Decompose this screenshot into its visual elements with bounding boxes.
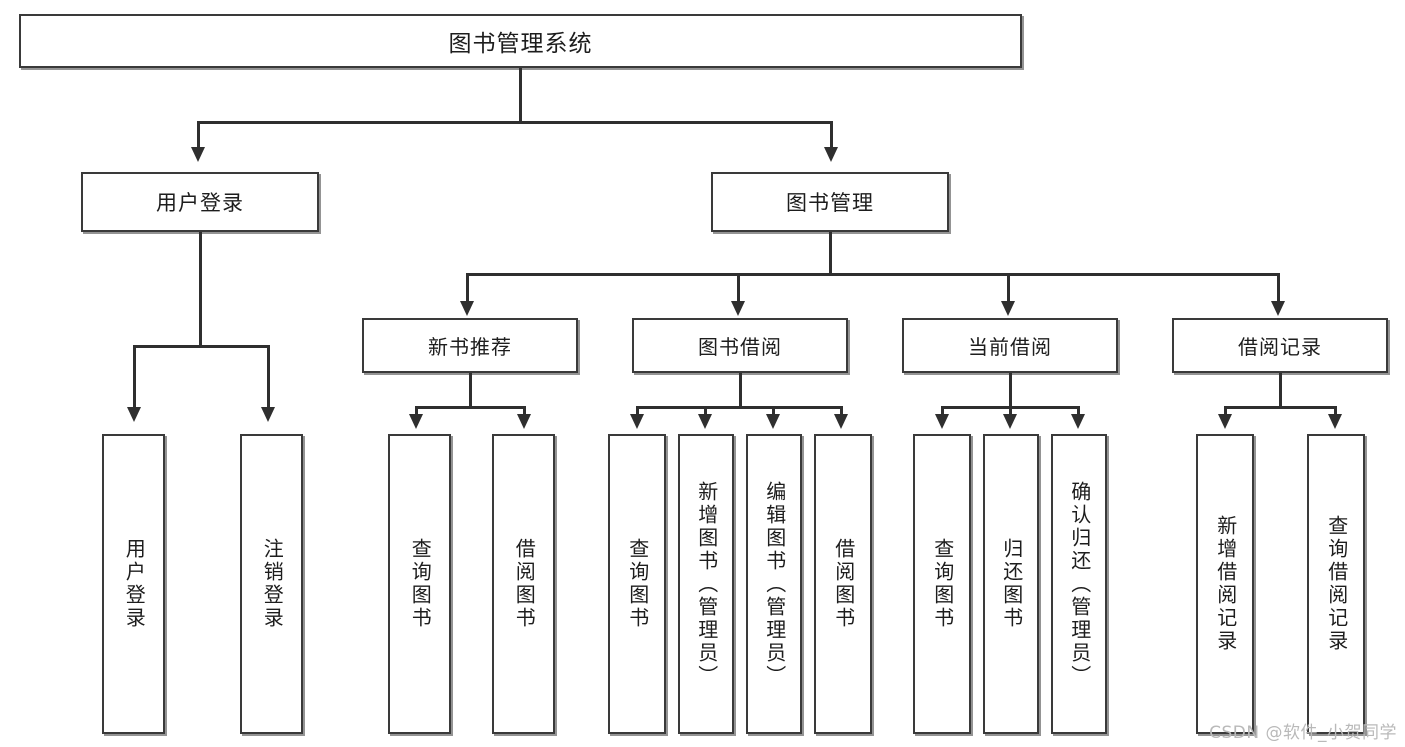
connector-user-login-stem — [199, 232, 202, 345]
node-label: 查询图书 — [930, 538, 955, 630]
arrowhead-cb-leaf-2 — [1003, 414, 1017, 429]
node-root-system[interactable]: 图书管理系统 — [19, 14, 1022, 68]
node-label: 借阅图书 — [512, 538, 537, 630]
connector-bb-leaf-1 — [636, 406, 639, 414]
connector-root-bus — [197, 121, 833, 124]
node-label: 借阅记录 — [1238, 335, 1322, 359]
arrowhead-new-book — [460, 301, 474, 316]
arrowhead-bb-leaf-3 — [766, 414, 780, 429]
node-label: 查询借阅记录 — [1324, 515, 1349, 653]
arrowhead-current-borrow — [1001, 301, 1015, 316]
arrowhead-br-leaf-1 — [1218, 414, 1232, 429]
arrowhead-user-login — [191, 147, 205, 162]
arrowhead-br-leaf-2 — [1328, 414, 1342, 429]
leaf-query-borrow-record[interactable]: 查询借阅记录 — [1307, 434, 1365, 734]
connector-current-borrow-stem — [1009, 373, 1012, 406]
connector-cb-leaf-1 — [941, 406, 944, 414]
connector-bb-leaf-3 — [772, 406, 775, 414]
leaf-query-book-nb[interactable]: 查询图书 — [388, 434, 451, 734]
node-label: 当前借阅 — [968, 335, 1052, 359]
node-label: 用户登录 — [156, 191, 244, 215]
connector-to-new-book — [466, 273, 469, 301]
node-label: 查询图书 — [625, 538, 650, 630]
connector-cb-leaf-3 — [1077, 406, 1080, 414]
connector-book-borrow-stem — [739, 373, 742, 406]
leaf-borrow-book-bb[interactable]: 借阅图书 — [814, 434, 872, 734]
arrowhead-book-mgmt — [824, 147, 838, 162]
connector-borrow-record-bus — [1224, 406, 1337, 409]
node-label: 注销登录 — [260, 538, 285, 630]
connector-book-mgmt-stem — [829, 232, 832, 273]
connector-to-borrow-record — [1277, 273, 1280, 301]
connector-br-leaf-1 — [1224, 406, 1227, 414]
arrowhead-cb-leaf-3 — [1071, 414, 1085, 429]
connector-bb-leaf-4 — [840, 406, 843, 414]
connector-root-stem — [519, 68, 522, 121]
arrowhead-nb-leaf-2 — [517, 414, 531, 429]
node-label: 图书管理系统 — [448, 31, 593, 57]
arrowhead-book-borrow — [731, 301, 745, 316]
node-label: 用户登录 — [122, 538, 147, 630]
arrowhead-bb-leaf-4 — [834, 414, 848, 429]
connector-user-login-bus — [133, 345, 270, 348]
node-label: 归还图书 — [999, 538, 1024, 630]
leaf-user-login[interactable]: 用户登录 — [102, 434, 165, 734]
leaf-edit-book-admin[interactable]: 编辑图书（管理员） — [746, 434, 802, 734]
arrowhead-leaf-logout — [261, 407, 275, 422]
connector-to-book-borrow — [737, 273, 740, 301]
arrowhead-bb-leaf-1 — [630, 414, 644, 429]
arrowhead-nb-leaf-1 — [409, 414, 423, 429]
connector-new-book-leaf-2 — [523, 406, 526, 414]
connector-new-book-leaf-1 — [415, 406, 418, 414]
node-label: 确认归还（管理员） — [1067, 480, 1092, 688]
leaf-query-book-cb[interactable]: 查询图书 — [913, 434, 971, 734]
leaf-add-borrow-record[interactable]: 新增借阅记录 — [1196, 434, 1254, 734]
leaf-return-book[interactable]: 归还图书 — [983, 434, 1039, 734]
leaf-borrow-book-nb[interactable]: 借阅图书 — [492, 434, 555, 734]
leaf-add-book-admin[interactable]: 新增图书（管理员） — [678, 434, 734, 734]
node-book-management[interactable]: 图书管理 — [711, 172, 949, 232]
connector-br-leaf-2 — [1334, 406, 1337, 414]
connector-bb-leaf-2 — [704, 406, 707, 414]
node-label: 新书推荐 — [428, 335, 512, 359]
node-borrow-record[interactable]: 借阅记录 — [1172, 318, 1388, 373]
connector-new-book-bus — [415, 406, 526, 409]
connector-borrow-record-stem — [1279, 373, 1282, 406]
connector-to-current-borrow — [1007, 273, 1010, 301]
connector-user-login-leaf-1 — [133, 345, 136, 407]
node-label: 图书管理 — [786, 191, 874, 215]
arrowhead-borrow-record — [1271, 301, 1285, 316]
connector-root-to-book-mgmt — [830, 121, 833, 147]
leaf-query-book-bb[interactable]: 查询图书 — [608, 434, 666, 734]
node-user-login[interactable]: 用户登录 — [81, 172, 319, 232]
node-label: 查询图书 — [408, 538, 433, 630]
connector-book-borrow-bus — [636, 406, 843, 409]
csdn-watermark: CSDN @软件_小贺同学 — [1209, 723, 1397, 743]
connector-user-login-leaf-2 — [267, 345, 270, 407]
arrowhead-bb-leaf-2 — [698, 414, 712, 429]
connector-cb-leaf-2 — [1009, 406, 1012, 414]
arrowhead-leaf-user-login — [127, 407, 141, 422]
node-new-book-recommend[interactable]: 新书推荐 — [362, 318, 578, 373]
node-label: 新增图书（管理员） — [694, 480, 719, 688]
node-label: 新增借阅记录 — [1213, 515, 1238, 653]
connector-book-mgmt-bus — [466, 273, 1278, 276]
node-label: 图书借阅 — [698, 335, 782, 359]
node-label: 编辑图书（管理员） — [762, 480, 787, 688]
arrowhead-cb-leaf-1 — [935, 414, 949, 429]
connector-root-to-user-login — [197, 121, 200, 147]
connector-new-book-stem — [469, 373, 472, 406]
node-current-borrow[interactable]: 当前借阅 — [902, 318, 1118, 373]
node-book-borrow[interactable]: 图书借阅 — [632, 318, 848, 373]
leaf-confirm-return-admin[interactable]: 确认归还（管理员） — [1051, 434, 1107, 734]
leaf-logout[interactable]: 注销登录 — [240, 434, 303, 734]
node-label: 借阅图书 — [831, 538, 856, 630]
